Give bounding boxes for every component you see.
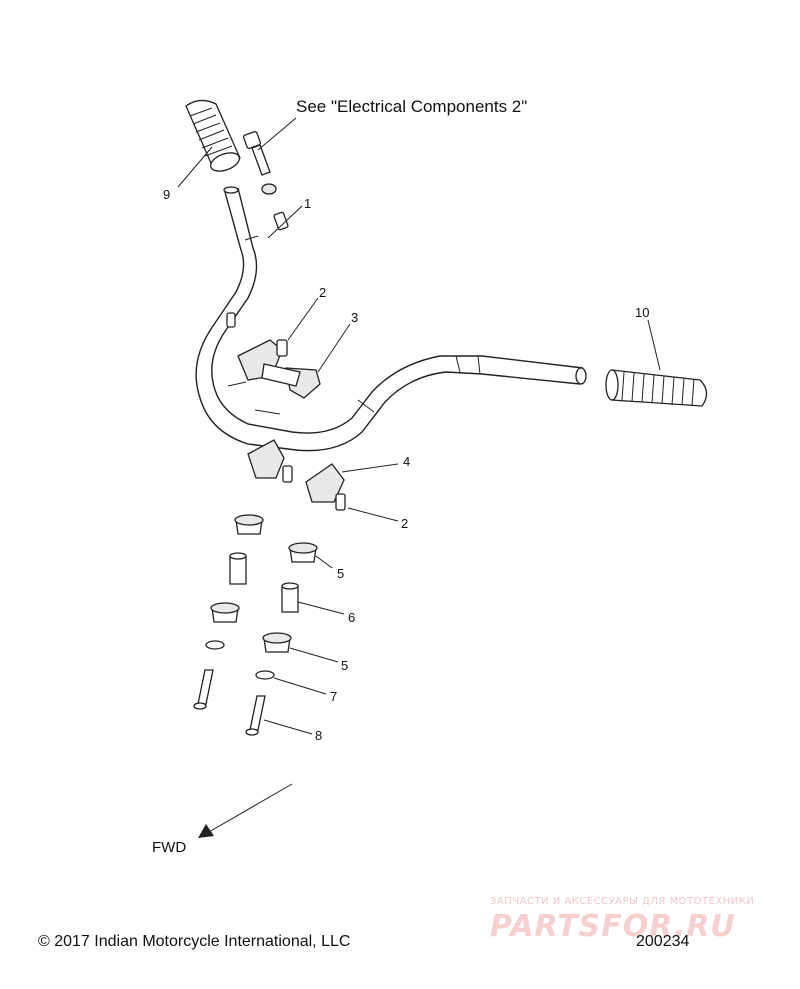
callout-5-upper: 5: [337, 566, 344, 581]
callout-10: 10: [635, 305, 649, 320]
callout-2-lower: 2: [401, 516, 408, 531]
bolt-left: [193, 669, 214, 710]
callout-9: 9: [163, 187, 170, 202]
spacer-right: [281, 582, 345, 615]
spacer-left: [229, 552, 247, 585]
riser-right: [305, 463, 399, 522]
callout-5-lower: 5: [341, 658, 348, 673]
bushing-upper-left: [234, 514, 264, 535]
washer-right: [255, 670, 327, 695]
bushing-lower-right: [262, 632, 339, 663]
callout-6: 6: [348, 610, 355, 625]
callout-1: 1: [304, 196, 311, 211]
watermark-brand: PARTSFOR.RU: [490, 909, 736, 944]
clamp-bolt-upper: [276, 297, 319, 357]
callout-4: 4: [403, 454, 410, 469]
fwd-label: FWD: [152, 839, 186, 856]
callout-8: 8: [315, 728, 322, 743]
figure-number: 200234: [636, 933, 689, 950]
callout-7: 7: [330, 689, 337, 704]
see-electrical-note: See "Electrical Components 2": [296, 97, 527, 116]
bushing-lower-left: [210, 602, 240, 623]
riser-left: [247, 439, 293, 483]
callout-2-upper: 2: [319, 285, 326, 300]
right-grip: [605, 319, 708, 407]
forward-arrow: [198, 783, 293, 838]
washer-left: [205, 640, 225, 650]
copyright-text: © 2017 Indian Motorcycle International, …: [38, 933, 350, 950]
bolt-right: [245, 695, 313, 736]
bushing-upper-right: [288, 542, 333, 569]
bar-bolt-left: [226, 312, 236, 328]
left-grip: [177, 99, 241, 188]
upper-clamp: [237, 323, 351, 399]
watermark-tagline: ЗАПЧАСТИ И АКСЕССУАРЫ ДЛЯ МОТОТЕХНИКИ: [490, 896, 754, 907]
callout-3: 3: [351, 310, 358, 325]
handlebar: [195, 186, 587, 452]
electrical-fitting-upper: [242, 117, 297, 231]
